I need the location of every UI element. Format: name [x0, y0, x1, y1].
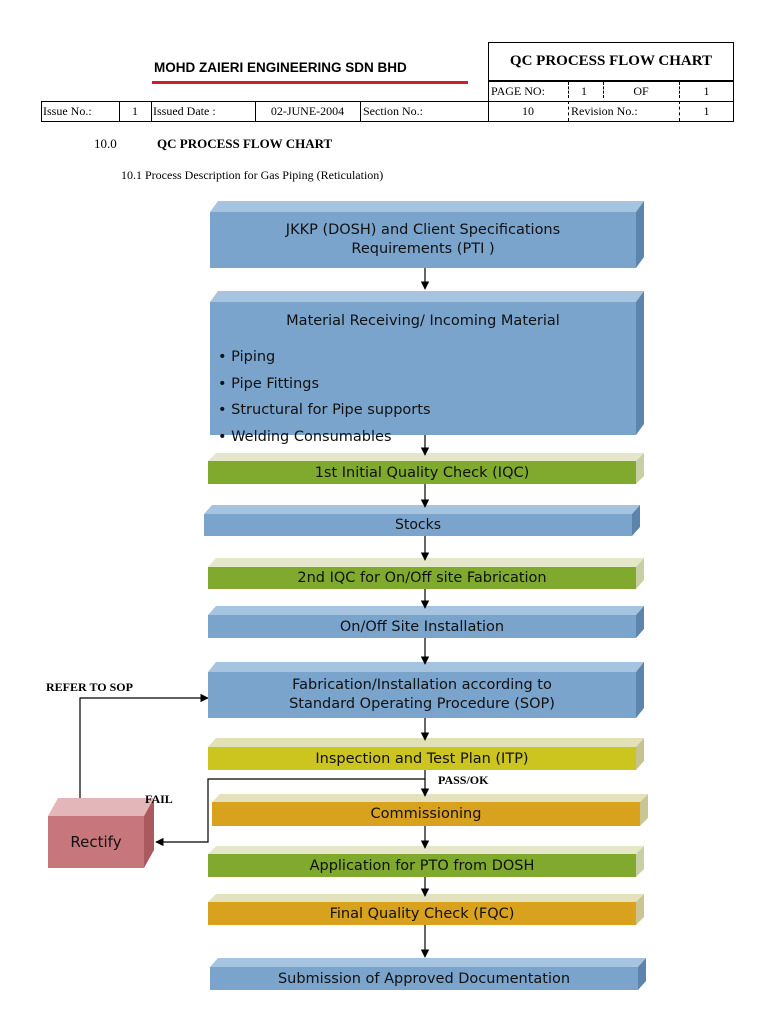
- divider: [568, 82, 569, 98]
- material-list-item: • Structural for Pipe supports: [218, 402, 431, 418]
- step-fabrication-sop: Fabrication/Installation according to St…: [208, 672, 636, 718]
- issue-no-label: Issue No.:: [43, 104, 92, 118]
- step-specifications-line1: JKKP (DOSH) and Client Specifications: [285, 222, 561, 238]
- divider: [41, 101, 734, 102]
- divider: [679, 101, 680, 121]
- divider: [255, 101, 256, 121]
- step-fabrication-sop-line2: Standard Operating Procedure (SOP): [289, 696, 555, 712]
- divider: [41, 101, 42, 121]
- revision-no-label: Revision No.:: [571, 104, 638, 118]
- step-second-iqc: 2nd IQC for On/Off site Fabrication: [208, 567, 636, 589]
- step-initial-quality-check: 1st Initial Quality Check (IQC): [208, 461, 636, 484]
- of-label: OF: [633, 84, 649, 98]
- divider: [603, 82, 604, 98]
- company-name: MOHD ZAIERI ENGINEERING SDN BHD: [154, 60, 407, 75]
- step-site-installation: On/Off Site Installation: [208, 615, 636, 638]
- page-no-value: 1: [581, 84, 587, 98]
- divider: [488, 80, 489, 121]
- material-item-label: Pipe Fittings: [231, 375, 320, 392]
- material-list-item: • Pipe Fittings: [218, 375, 320, 392]
- subsection-title: 10.1 Process Description for Gas Piping …: [121, 168, 384, 182]
- material-item-label: Structural for Pipe supports: [231, 402, 431, 418]
- box-bevels: [48, 201, 648, 990]
- divider: [41, 121, 734, 122]
- revision-no-value: 1: [703, 104, 710, 118]
- step-commissioning: Commissioning: [212, 802, 640, 826]
- step-specifications: JKKP (DOSH) and Client Specifications Re…: [210, 212, 636, 268]
- section-title: QC PROCESS FLOW CHART: [157, 136, 333, 151]
- material-item-label: Piping: [231, 349, 276, 365]
- issued-date-label: Issued Date :: [153, 104, 216, 118]
- material-list-item: • Piping: [218, 349, 276, 365]
- section-no-label: Section No.:: [363, 104, 423, 118]
- refer-to-sop-label: REFER TO SOP: [46, 680, 133, 694]
- divider: [151, 101, 152, 121]
- issued-date-value: 02-JUNE-2004: [270, 104, 345, 118]
- material-list: • Piping • Pipe Fittings • Structural fo…: [218, 344, 431, 450]
- divider: [119, 101, 120, 121]
- divider: [360, 101, 361, 121]
- divider: [488, 81, 734, 82]
- connector-arrows: [79, 268, 430, 958]
- rectify-box: [48, 816, 144, 868]
- divider: [568, 101, 569, 121]
- document-title: QC PROCESS FLOW CHART: [488, 42, 734, 81]
- header-underline: [152, 81, 468, 84]
- divider: [679, 82, 680, 98]
- page-no-label: PAGE NO:: [491, 84, 545, 98]
- step-material-receiving: Material Receiving/ Incoming Material • …: [210, 302, 636, 445]
- material-item-label: Welding Consumables: [231, 428, 392, 445]
- section-no-value: 10: [522, 104, 534, 118]
- rectify-label: Rectify: [70, 833, 122, 851]
- fail-label: FAIL: [145, 792, 173, 806]
- section-number: 10.0: [94, 136, 117, 151]
- step-material-receiving-title: Material Receiving/ Incoming Material: [286, 313, 560, 329]
- step-submission-documentation: Submission of Approved Documentation: [210, 967, 638, 990]
- step-inspection-test-plan: Inspection and Test Plan (ITP): [208, 747, 636, 770]
- issue-no-value: 1: [132, 104, 138, 118]
- step-specifications-line2: Requirements (PTI ): [351, 241, 495, 257]
- step-fabrication-sop-line1: Fabrication/Installation according to: [292, 677, 552, 693]
- pass-ok-label: PASS/OK: [438, 773, 489, 787]
- material-list-item: • Welding Consumables: [218, 428, 392, 445]
- step-pto-application: Application for PTO from DOSH: [208, 854, 636, 877]
- page-total-value: 1: [703, 84, 710, 98]
- step-final-quality-check: Final Quality Check (FQC): [208, 902, 636, 925]
- step-stocks: Stocks: [204, 514, 632, 536]
